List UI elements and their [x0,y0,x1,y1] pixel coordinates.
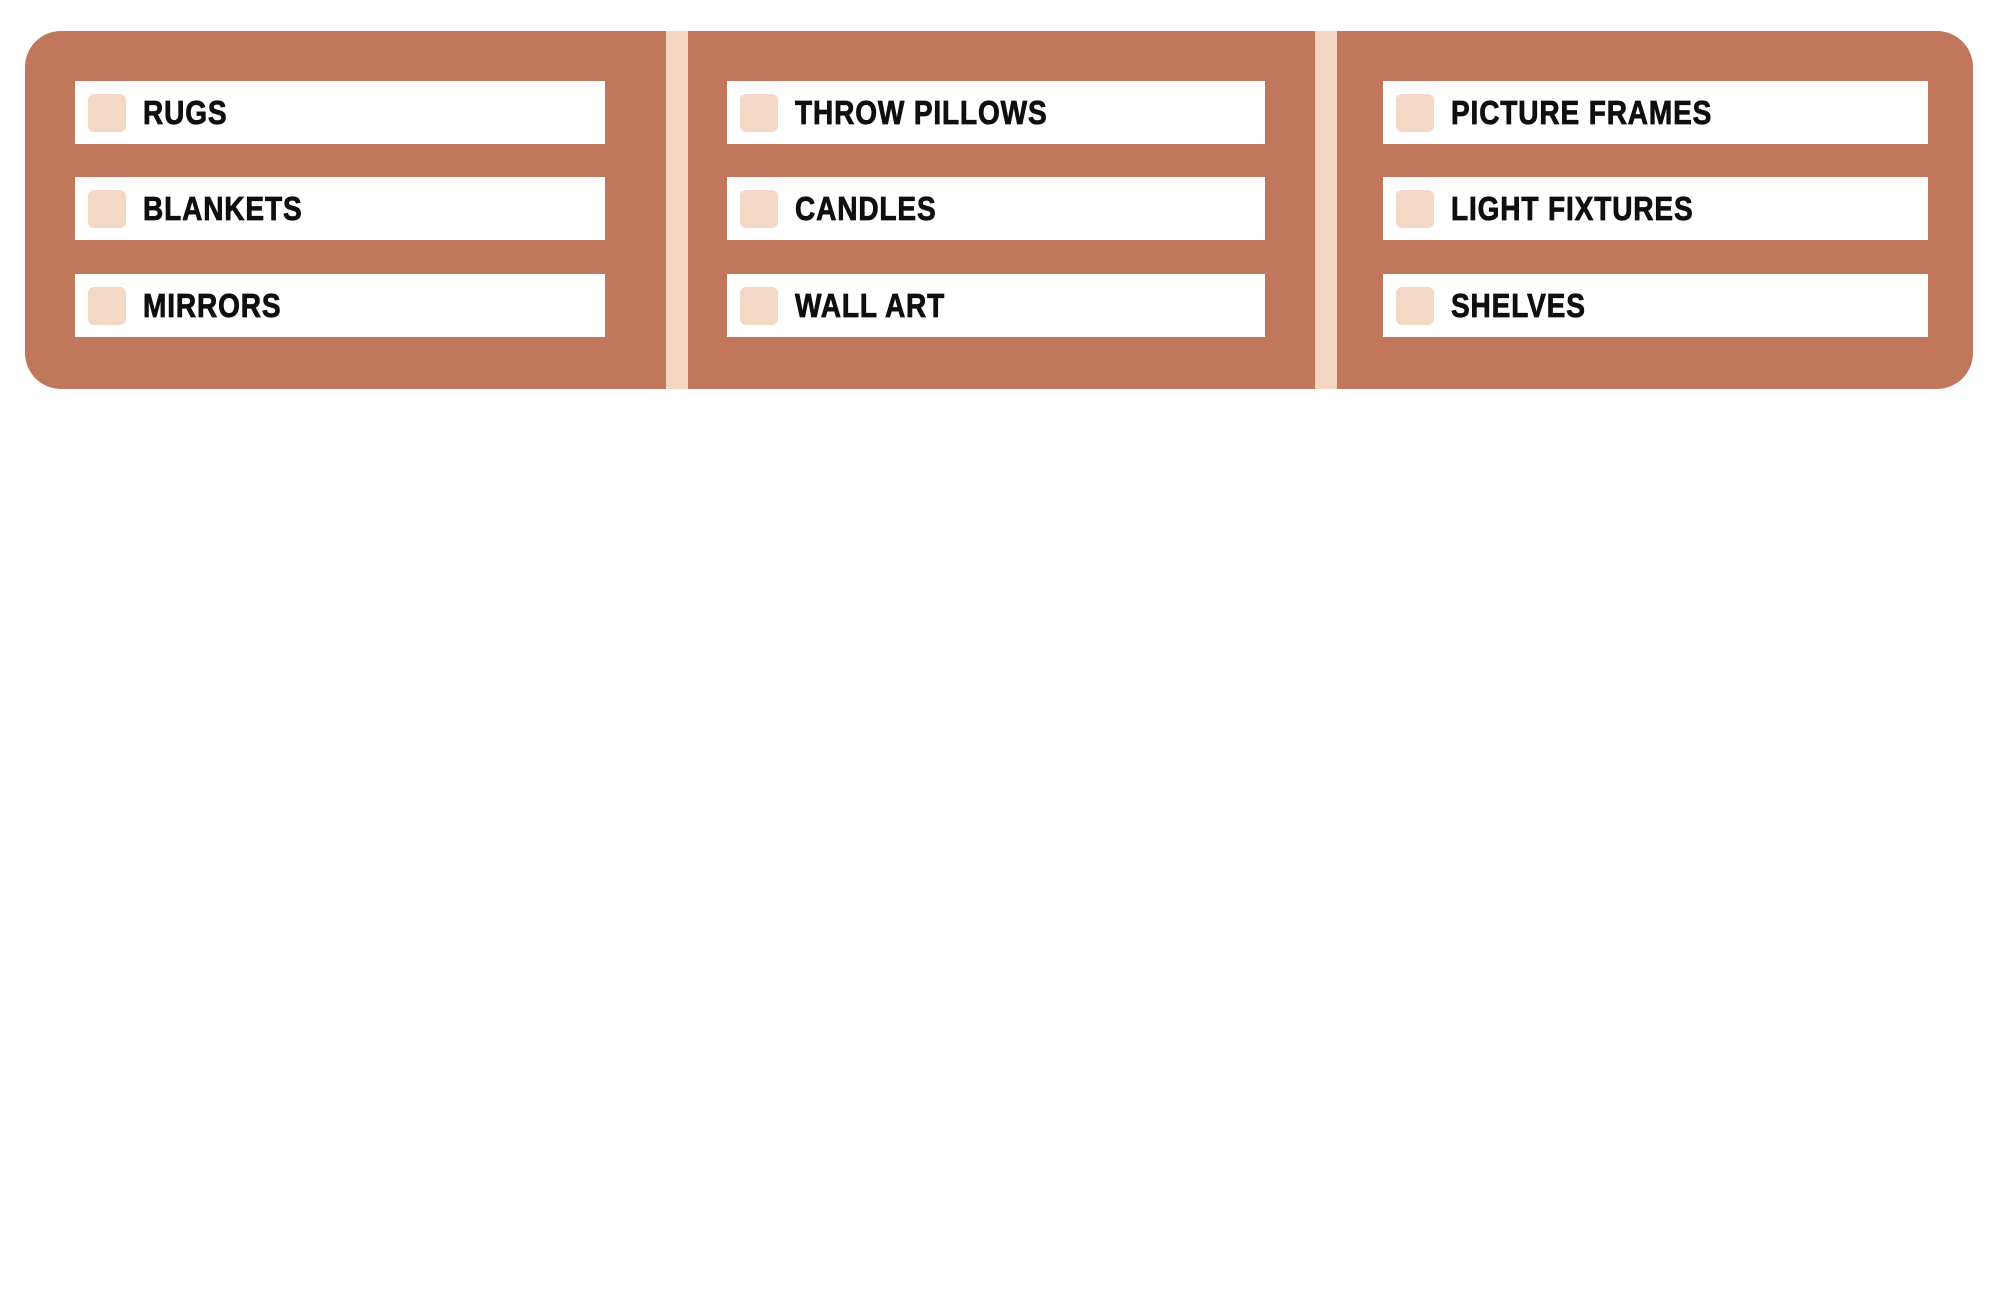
wall-art-checkbox[interactable] [740,286,778,325]
checklist-item-light-fixtures: LIGHT FIXTURES [1383,177,1928,240]
candles-checkbox[interactable] [740,189,778,228]
rugs-label: RUGS [143,93,228,131]
candles-label: CANDLES [795,189,937,227]
column-divider-1 [666,31,688,389]
blankets-checkbox[interactable] [88,189,126,228]
checklist-item-mirrors: MIRRORS [75,274,605,337]
light-fixtures-checkbox[interactable] [1396,189,1434,228]
picture-frames-label: PICTURE FRAMES [1451,93,1713,131]
column-divider-2 [1315,31,1337,389]
checklist-item-candles: CANDLES [727,177,1265,240]
throw-pillows-label: THROW PILLOWS [795,93,1048,131]
blankets-label: BLANKETS [143,189,303,227]
rugs-checkbox[interactable] [88,93,126,132]
checklist-item-shelves: SHELVES [1383,274,1928,337]
mirrors-checkbox[interactable] [88,286,126,325]
shelves-label: SHELVES [1451,286,1586,324]
picture-frames-checkbox[interactable] [1396,93,1434,132]
mirrors-label: MIRRORS [143,286,282,324]
checklist-item-throw-pillows: THROW PILLOWS [727,81,1265,144]
light-fixtures-label: LIGHT FIXTURES [1451,189,1694,227]
checklist-panel: RUGS BLANKETS MIRRORS THROW PILLOWS CAND… [25,31,1973,389]
checklist-item-picture-frames: PICTURE FRAMES [1383,81,1928,144]
throw-pillows-checkbox[interactable] [740,93,778,132]
shelves-checkbox[interactable] [1396,286,1434,325]
wall-art-label: WALL ART [795,286,946,324]
checklist-item-rugs: RUGS [75,81,605,144]
checklist-item-wall-art: WALL ART [727,274,1265,337]
checklist-item-blankets: BLANKETS [75,177,605,240]
